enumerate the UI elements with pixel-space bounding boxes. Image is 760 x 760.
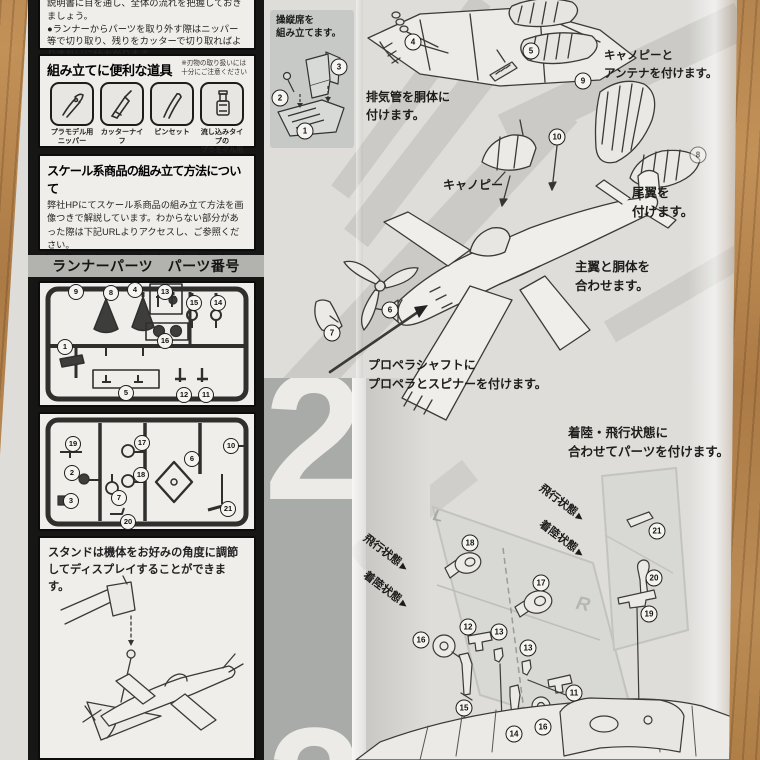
- runner-callout-21: 21: [220, 501, 236, 517]
- cockpit-inset-box: 操縦席を 組み立てます。: [270, 10, 354, 148]
- runner-callout-9: 9: [68, 284, 84, 300]
- tools-warning: ※刃物の取り扱いには 十分にご注意ください: [181, 60, 247, 76]
- right-state-panel: [600, 466, 690, 652]
- tool-tweezers: ピンセット: [148, 82, 196, 163]
- tools-title: 組み立てに便利な道具: [47, 63, 173, 78]
- canopy-label: キャノピー: [443, 178, 504, 192]
- runner-callout-16: 16: [157, 333, 173, 349]
- step2-title: 着陸・飛行状態に 合わせてパーツを付けます。: [568, 426, 730, 459]
- stand-diagram: [60, 575, 244, 741]
- step-2-number: 2: [264, 378, 352, 538]
- callout-7: 7: [323, 324, 341, 342]
- runner-callout-20: 20: [120, 514, 136, 530]
- callout-17: 17: [532, 574, 550, 592]
- tools-box: 組み立てに便利な道具 ※刃物の取り扱いには 十分にご注意ください プラモデル用 …: [38, 54, 256, 163]
- intro-line1: 説明書に目を通し、全体の流れを把握しておきましょう。: [47, 0, 242, 21]
- tail-instruction: 尾翼を 付けます。: [632, 186, 694, 219]
- runner-callout-8: 8: [103, 285, 119, 301]
- callout-10: 10: [548, 128, 566, 146]
- runner1-box: 9 8 4 13 15 14 16 1 5 12 11: [38, 281, 256, 407]
- intro-box: 説明書に目を通し、全体の流れを把握しておきましょう。 ●ランナーからパーツを取り…: [38, 0, 256, 59]
- propeller-instruction: プロペラシャフトに プロペラとスピナーを付けます。: [368, 358, 547, 391]
- callout-21: 21: [648, 522, 666, 540]
- callout-14: 14: [505, 725, 523, 743]
- cockpit-instruction: 操縦席を 組み立てます。: [276, 15, 342, 40]
- wing-instruction: 主翼と胴体を 合わせます。: [575, 260, 651, 293]
- canopy-antenna-instruction: キャノピーと アンテナを付けます。: [604, 50, 718, 80]
- runner-callout-2: 2: [64, 465, 80, 481]
- scale-info-box: スケール系商品の組み立て方法について 弊社HPにてスケール系商品の組み立て方法を…: [38, 154, 256, 265]
- runner-callout-15: 15: [186, 295, 202, 311]
- step1-diagram: [314, 0, 701, 421]
- cutter-knife-icon: [100, 82, 144, 126]
- left-column: 説明書に目を通し、全体の流れを把握しておきましょう。 ●ランナーからパーツを取り…: [28, 0, 264, 760]
- runner-callout-3: 3: [63, 493, 79, 509]
- runner-parts-header: ランナーパーツ パーツ番号: [28, 255, 264, 277]
- callout-4: 4: [404, 33, 422, 51]
- callout-6: 6: [381, 301, 399, 319]
- runner2-box: 19 17 10 2 18 6 3 7 20 21: [38, 412, 256, 531]
- runner-callout-13: 13: [157, 284, 173, 300]
- runner-callout-11: 11: [198, 387, 214, 403]
- tool-cement: 流し込みタイプの プラモデル用接着剤: [198, 82, 246, 163]
- stand-instruction: スタンドは機体をお好みの角度に調節してディスプレイすることができます。: [48, 547, 239, 593]
- callout-2: 2: [271, 89, 289, 107]
- callout-9: 9: [574, 72, 592, 90]
- tool-nipper: プラモデル用 ニッパー: [48, 82, 96, 163]
- callout-20: 20: [645, 569, 663, 587]
- scale-info-body: 弊社HPにてスケール系商品の組み立て方法を画像つきで解説しています。わからない部…: [47, 200, 244, 250]
- step-3-number: 3: [268, 703, 352, 760]
- runner-callout-12: 12: [176, 387, 192, 403]
- callout-16b: 16: [534, 718, 552, 736]
- runner-callout-6: 6: [184, 451, 200, 467]
- callout-1: 1: [296, 122, 314, 140]
- runner1-sprue: [45, 283, 249, 402]
- stand-box: スタンドは機体をお好みの角度に調節してディスプレイすることができます。: [38, 536, 256, 760]
- tools-row: プラモデル用 ニッパー カッターナイフ ピンセット: [40, 79, 254, 163]
- runner-callout-14: 14: [210, 295, 226, 311]
- cement-icon: [200, 82, 244, 126]
- tweezers-icon: [150, 82, 194, 126]
- callout-13: 13: [490, 623, 508, 641]
- runner-callout-4: 4: [127, 282, 143, 298]
- callout-11: 11: [565, 684, 583, 702]
- nipper-icon: [50, 82, 94, 126]
- exhaust-instruction: 排気管を胴体に 付けます。: [366, 90, 451, 122]
- runner-callout-7: 7: [111, 490, 127, 506]
- callout-3: 3: [330, 58, 348, 76]
- cockpit-diagram: [277, 51, 345, 137]
- callout-16: 16: [412, 631, 430, 649]
- scale-info-title: スケール系商品の組み立て方法について: [47, 164, 241, 196]
- callout-5: 5: [522, 42, 540, 60]
- runner-callout-18: 18: [133, 467, 149, 483]
- runner-callout-10: 10: [223, 438, 239, 454]
- callout-19: 19: [640, 605, 658, 623]
- callout-13b: 13: [519, 639, 537, 657]
- callout-18: 18: [461, 534, 479, 552]
- runner-callout-5: 5: [118, 385, 134, 401]
- step-number-band: 2 3: [258, 378, 352, 760]
- tool-knife: カッターナイフ: [98, 82, 146, 163]
- runner-callout-19: 19: [65, 436, 81, 452]
- callout-8: 8: [689, 146, 707, 164]
- callout-12: 12: [459, 618, 477, 636]
- callout-15: 15: [455, 699, 473, 717]
- runner-callout-17: 17: [134, 435, 150, 451]
- runner-callout-1: 1: [57, 339, 73, 355]
